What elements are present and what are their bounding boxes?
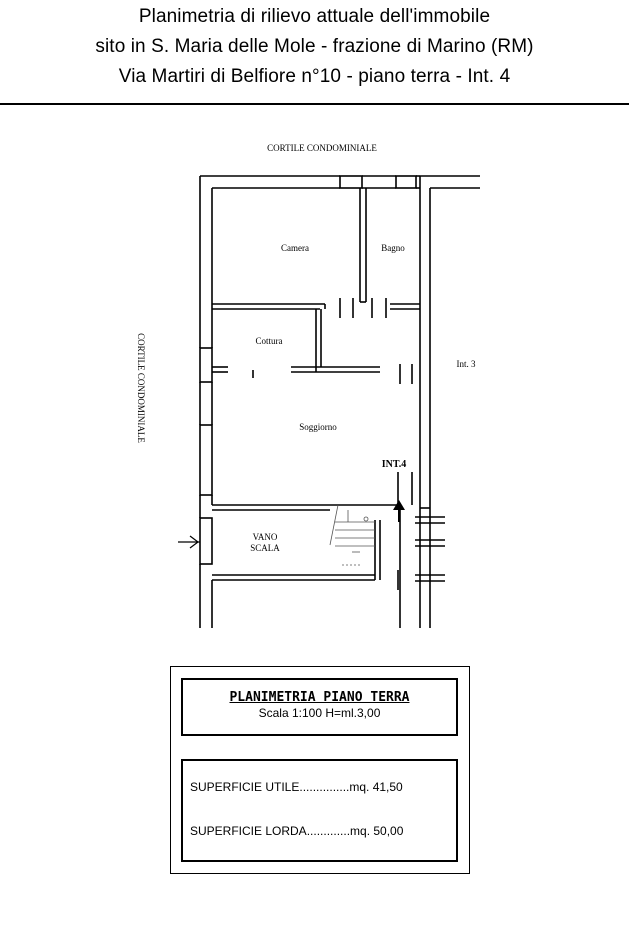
superficie-utile: SUPERFICIE UTILE...............mq. 41,50 <box>190 780 403 794</box>
room-cottura-label: Cottura <box>256 336 283 346</box>
legend-scale: Scala 1:100 H=ml.3,00 <box>258 706 381 720</box>
title-line-3: Via Martiri di Belfiore n°10 - piano ter… <box>118 66 511 87</box>
stair-steps <box>329 504 375 566</box>
room-scala-label: SCALA <box>250 543 280 553</box>
room-camera-label: Camera <box>281 243 309 253</box>
floor-plan: CORTILE CONDOMINIALE CORTILE CONDOMINIAL… <box>136 143 480 628</box>
door-marks <box>252 298 413 590</box>
int3-label: Int. 3 <box>457 359 476 369</box>
room-soggiorno-label: Soggiorno <box>299 422 337 432</box>
left-entrance-arrow <box>178 535 200 549</box>
legend-box: PLANIMETRIA PIANO TERRA Scala 1:100 H=ml… <box>170 666 470 874</box>
legend-title: PLANIMETRIA PIANO TERRA <box>229 690 410 705</box>
courtyard-left-label: CORTILE CONDOMINIALE <box>136 333 146 443</box>
courtyard-top-label: CORTILE CONDOMINIALE <box>267 143 377 153</box>
superficie-lorda: SUPERFICIE LORDA.............mq. 50,00 <box>190 824 404 838</box>
room-vano-label: VANO <box>253 532 278 542</box>
title-block: Planimetria di rilievo attuale dell'immo… <box>0 0 629 92</box>
legend-area-box: SUPERFICIE UTILE...............mq. 41,50… <box>181 759 458 862</box>
legend-title-box: PLANIMETRIA PIANO TERRA Scala 1:100 H=ml… <box>181 678 458 736</box>
header-divider <box>0 103 629 105</box>
plan-walls <box>199 175 480 628</box>
entrance-arrow <box>393 500 405 522</box>
room-bagno-label: Bagno <box>381 243 405 253</box>
title-line-2: sito in S. Maria delle Mole - frazione d… <box>95 36 534 57</box>
int4-label: INT.4 <box>382 459 407 470</box>
title-line-1: Planimetria di rilievo attuale dell'immo… <box>138 6 491 27</box>
